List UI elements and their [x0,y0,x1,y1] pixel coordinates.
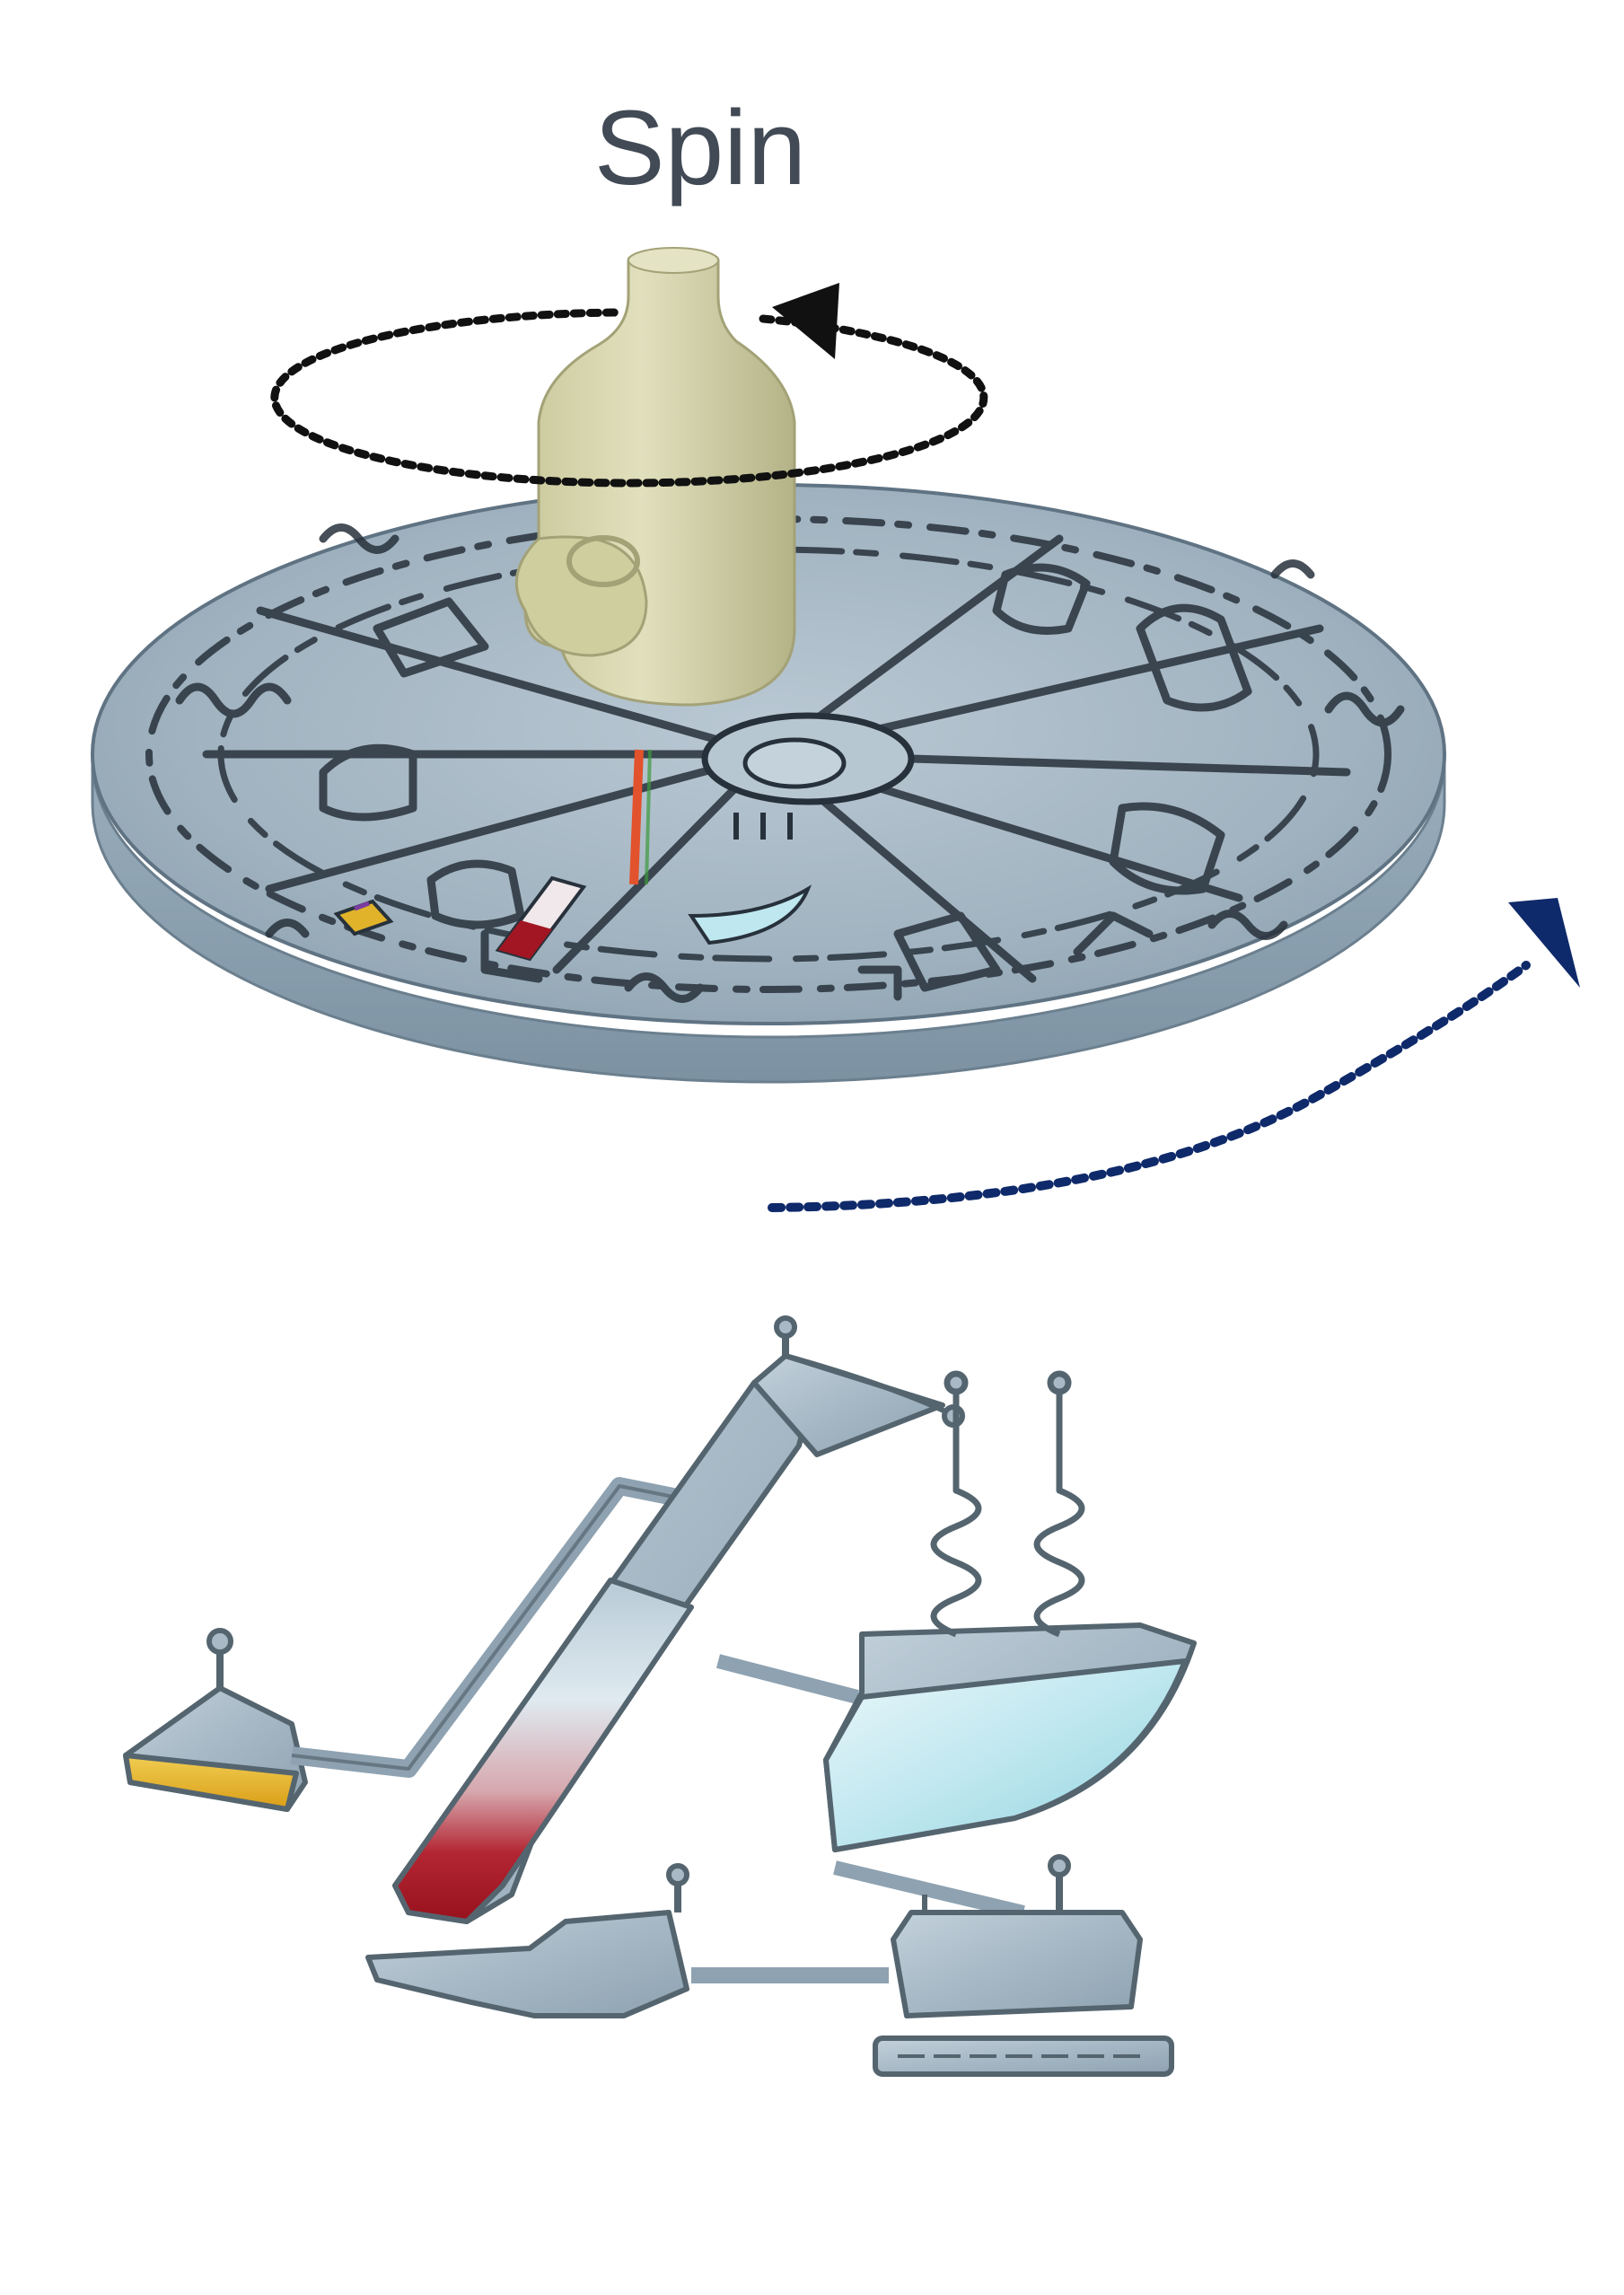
rotation-direction-arrow-icon [768,898,1580,1212]
disc-highlighted-unit [333,749,812,962]
spiral-channel-2 [1033,1370,1085,1638]
disc-central-hub [701,712,915,805]
spiral-channel-1 [930,1370,982,1638]
spin-label: Spin [594,89,806,207]
spin-direction-arrow-icon [270,283,988,488]
detection-chamber [891,1854,1143,2018]
waste-chamber [365,1863,689,2018]
blood-separation-chamber [392,1315,965,1924]
disc-cap [514,247,796,707]
reagent-chamber [123,1628,308,1812]
readout-strip [873,2036,1174,2077]
exploded-unit-diagram [123,1315,1197,2077]
microfluidic-disc [91,247,1446,1084]
plasma-chamber [823,1370,1197,1852]
